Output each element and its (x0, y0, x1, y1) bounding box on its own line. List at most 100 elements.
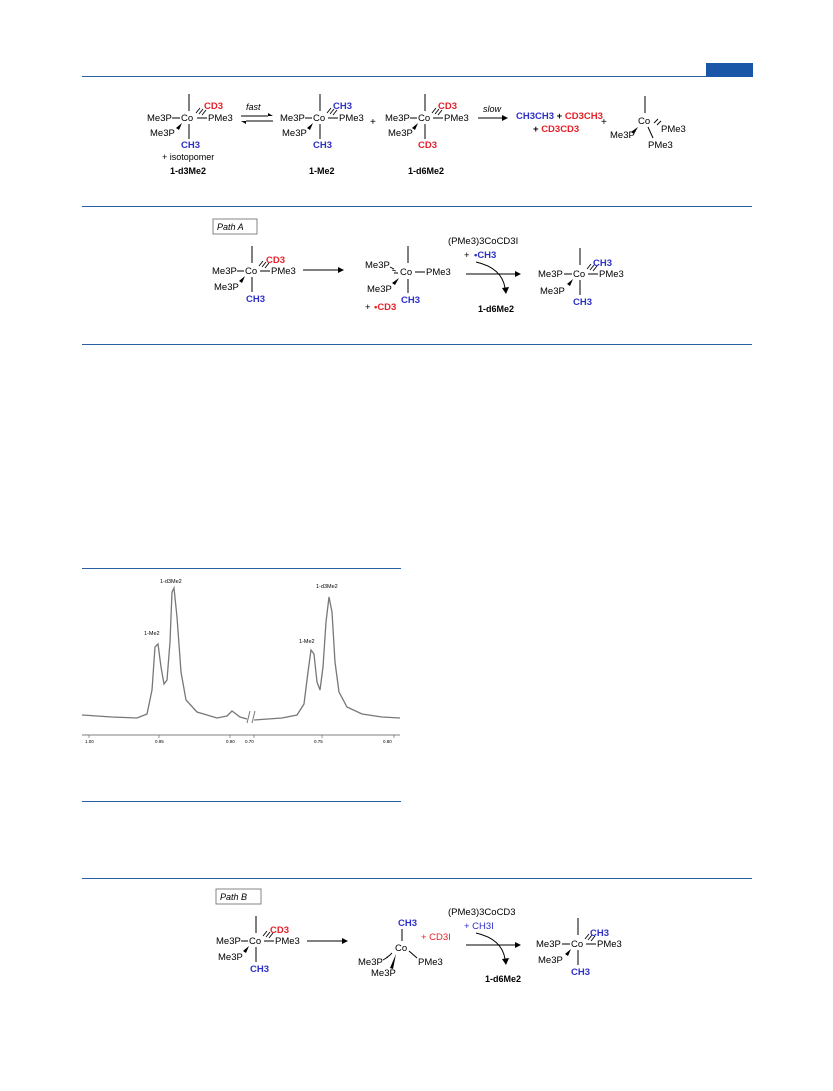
intermediate-co-ch3: Me3P Co PMe3 Me3P CH3 + •CD3 (365, 246, 451, 313)
ch3-group: CH3 (181, 140, 200, 151)
tick-label: 0.80 (383, 739, 392, 744)
complex-1-d3Me2: Me3P Co PMe3 CD3 Me3P CH3 + isotopomer 1… (147, 94, 233, 176)
ethane-cd3cd3: CD3CD3 (541, 124, 579, 135)
ch3-group: CH3 (398, 918, 417, 929)
cd3-group: CD3 (418, 140, 437, 151)
ch3-radical: •CH3 (474, 250, 496, 261)
ligand-me3p: Me3P (385, 113, 410, 124)
rule-figure-bottom (82, 801, 401, 802)
cd3-group: CD3 (438, 101, 457, 112)
x-axis-ticks: 1.00 0.95 0.90 0.70 0.75 0.80 (85, 735, 395, 744)
arrow-label-slow: slow (483, 104, 502, 114)
peak-label-1-Me2: 1-Me2 (299, 639, 315, 645)
svg-text:PMe3: PMe3 (275, 936, 300, 947)
ch3-group: CH3 (313, 140, 332, 151)
path-b-title: Path B (220, 892, 247, 902)
product-1-Me2: Me3P Co PMe3 CH3 Me3P CH3 (538, 248, 624, 308)
reagent-complex: (PMe3)3CoCD3I (448, 236, 518, 247)
svg-text:Co: Co (573, 269, 585, 280)
svg-text:Me3P: Me3P (365, 260, 390, 271)
scheme-path-a: Path A Me3P Co PMe3 CD3 Me3P CH3 Me3P Co… (212, 218, 624, 314)
svg-text:Co: Co (395, 943, 407, 954)
reagent-arrow: (PMe3)3CoCD3 + CH3I 1-d6Me2 (448, 907, 521, 984)
plus-sign: + (601, 117, 607, 128)
path-a-title: Path A (217, 222, 244, 232)
ligand-pme3: PMe3 (339, 113, 364, 124)
side-product-label: 1-d6Me2 (485, 974, 521, 984)
ligand-me3p: Me3P (282, 128, 307, 139)
peak-label-1-Me2: 1-Me2 (144, 631, 160, 637)
compound-label: 1-d3Me2 (170, 166, 206, 176)
product-1-Me2: Me3P Co PMe3 CH3 Me3P CH3 (536, 918, 622, 978)
reagent-arrow: (PMe3)3CoCD3I + •CH3 1-d6Me2 (448, 236, 521, 314)
svg-text:PMe3: PMe3 (426, 267, 451, 278)
ch3-group: CH3 (401, 295, 420, 306)
svg-text:Me3P: Me3P (218, 952, 243, 963)
ligand-me3p: Me3P (610, 130, 635, 141)
ch3-group: CH3 (593, 258, 612, 269)
ligand-pme3: PMe3 (208, 113, 233, 124)
cobalt: Co (181, 113, 193, 124)
svg-text:PMe3: PMe3 (418, 957, 443, 968)
ligand-me3p: Me3P (280, 113, 305, 124)
cobalt: Co (638, 116, 650, 127)
svg-text:Me3P: Me3P (212, 266, 237, 277)
intermediate-co-ch3-tetrahedral: CH3 Co Me3P PMe3 Me3P + CD3I (358, 918, 451, 979)
ligand-me3p: Me3P (150, 128, 175, 139)
ch3-group: CH3 (333, 101, 352, 112)
page-tab (706, 63, 753, 77)
svg-text:Co: Co (245, 266, 257, 277)
svg-text:+: + (365, 302, 371, 313)
svg-text:PMe3: PMe3 (597, 939, 622, 950)
svg-text:Me3P: Me3P (538, 269, 563, 280)
svg-text:Me3P: Me3P (536, 939, 561, 950)
nmr-spectrum: 1-Me2 1-d3Me2 1-Me2 1-d3Me2 1.00 0.95 0.… (81, 579, 401, 744)
cd3i-byproduct: + CD3I (421, 932, 451, 943)
svg-text:+: + (464, 250, 470, 261)
arrow-label-fast: fast (246, 102, 261, 112)
compound-label: 1-d6Me2 (408, 166, 444, 176)
rule-scheme1-bottom (82, 206, 752, 207)
svg-text:CH3CH3 + CD3CH3: CH3CH3 + CD3CH3 (516, 111, 603, 122)
complex-1-d3Me2: Me3P Co PMe3 CD3 Me3P CH3 (216, 916, 300, 975)
svg-text:Co: Co (571, 939, 583, 950)
rule-pathA-bottom (82, 344, 752, 345)
ch3-group: CH3 (590, 928, 609, 939)
compound-label: 1-Me2 (309, 166, 335, 176)
spectrum-trace-right (253, 596, 401, 721)
svg-text:Me3P: Me3P (367, 284, 392, 295)
scheme-path-b: Path B Me3P Co PMe3 CD3 Me3P CH3 CH3 Co … (215, 888, 622, 984)
tick-label: 1.00 (85, 739, 94, 744)
equilibrium-arrow: fast (241, 102, 273, 124)
svg-text:Me3P: Me3P (214, 282, 239, 293)
tick-label: 0.95 (155, 739, 164, 744)
ch3-group: CH3 (250, 964, 269, 975)
reagent-ch3i: + CH3I (464, 921, 494, 932)
rule-figure-top (82, 568, 401, 569)
tick-label: 0.75 (314, 739, 323, 744)
complex-1-Me2: Me3P Co PMe3 CH3 Me3P CH3 1-Me2 (280, 94, 364, 176)
plus-sign: + (370, 117, 376, 128)
complex-1-d3Me2: Me3P Co PMe3 CD3 Me3P CH3 (212, 246, 296, 305)
cd3-radical: •CD3 (374, 302, 396, 313)
rule-pathB-top (82, 878, 752, 879)
cd3-group: CD3 (266, 255, 285, 266)
isotopomer-note: + isotopomer (162, 152, 214, 162)
ethane-ch3ch3: CH3CH3 (516, 111, 554, 122)
tick-label: 0.70 (245, 739, 254, 744)
svg-text:+ CD3CD3: + CD3CD3 (533, 124, 579, 135)
ligand-pme3: PMe3 (444, 113, 469, 124)
svg-text:Me3P: Me3P (538, 955, 563, 966)
svg-text:PMe3: PMe3 (271, 266, 296, 277)
scheme-1: Me3P Co PMe3 CD3 Me3P CH3 + isotopomer 1… (147, 94, 686, 176)
cobalt: Co (313, 113, 325, 124)
svg-text:Me3P: Me3P (540, 286, 565, 297)
reagent-complex: (PMe3)3CoCD3 (448, 907, 516, 918)
ch3-group: CH3 (573, 297, 592, 308)
side-product-label: 1-d6Me2 (478, 304, 514, 314)
ch3-group: CH3 (246, 294, 265, 305)
svg-text:Me3P: Me3P (371, 968, 396, 979)
cd3-group: CD3 (204, 101, 223, 112)
ch3-group: CH3 (571, 967, 590, 978)
axis-break (246, 710, 256, 724)
